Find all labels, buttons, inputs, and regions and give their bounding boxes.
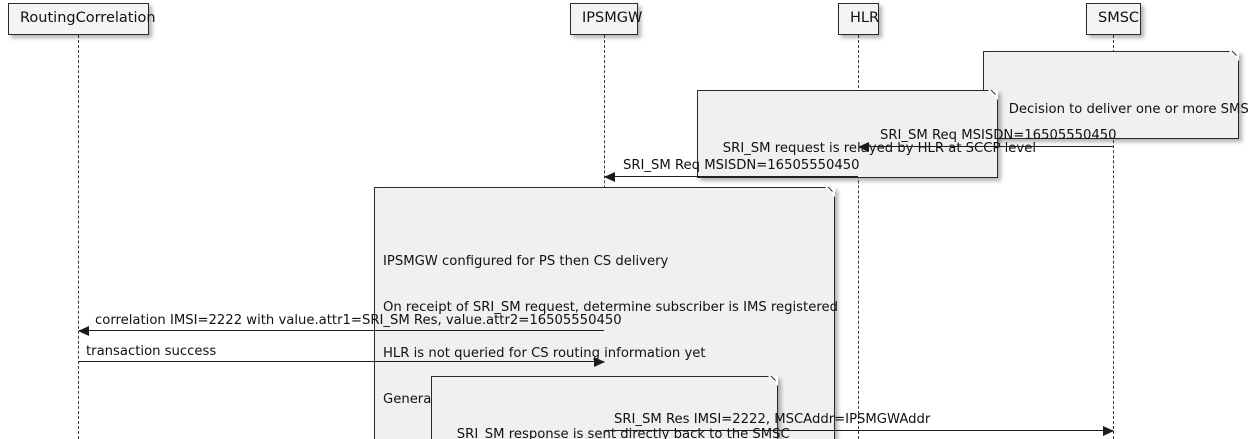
message-label-sri-sm-res: SRI_SM Res IMSI=2222, MSCAddr=IPSMGWAddr xyxy=(614,412,931,427)
message-arrow-sri-sm-req-smsc-to-hlr[interactable] xyxy=(858,142,1113,152)
arrow-head-left-icon xyxy=(858,142,869,152)
message-arrow-sri-sm-req-hlr-to-ipsmgw[interactable] xyxy=(604,172,858,182)
note-direct-response-text: SRI_SM response is sent directly back to… xyxy=(456,427,790,439)
note-decision-text: Decision to deliver one or more SMS xyxy=(1008,102,1248,118)
participant-routingcorrelation[interactable]: RoutingCorrelation xyxy=(8,3,156,35)
note-line-2: On receipt of SRI_SM request, determine … xyxy=(383,299,838,315)
arrow-head-left-icon xyxy=(604,172,615,182)
note-sccp-relay[interactable]: SRI_SM request is relayed by HLR at SCCP… xyxy=(697,90,1036,179)
message-arrow-correlation-imsi[interactable] xyxy=(78,326,604,336)
participant-hlr[interactable]: HLR xyxy=(838,3,879,35)
lifeline-smsc xyxy=(1113,30,1114,439)
message-label-sri-sm-req-smsc-to-hlr: SRI_SM Req MSISDN=16505550450 xyxy=(880,128,1117,143)
message-label-correlation-imsi: correlation IMSI=2222 with value.attr1=S… xyxy=(95,313,622,328)
note-direct-response[interactable]: SRI_SM response is sent directly back to… xyxy=(431,376,790,439)
participant-smsc[interactable]: SMSC xyxy=(1086,3,1141,35)
arrow-head-right-icon xyxy=(1103,426,1114,436)
message-arrow-sri-sm-res[interactable] xyxy=(605,426,1114,436)
note-decision-to-deliver[interactable]: Decision to deliver one or more SMS xyxy=(983,51,1248,140)
lifeline-hlr xyxy=(858,30,859,439)
note-fold-icon xyxy=(825,187,835,197)
participant-ipsmgw[interactable]: IPSMGW xyxy=(570,3,642,35)
note-fold-icon xyxy=(988,90,998,100)
note-sccp-text: SRI_SM request is relayed by HLR at SCCP… xyxy=(722,141,1036,157)
message-arrow-transaction-success[interactable] xyxy=(79,357,605,367)
lifeline-routingcorrelation xyxy=(78,30,79,439)
note-fold-icon xyxy=(768,376,778,386)
arrow-head-right-icon xyxy=(594,357,605,367)
note-fold-icon xyxy=(1229,51,1239,61)
message-label-sri-sm-req-hlr-to-ipsmgw: SRI_SM Req MSISDN=16505550450 xyxy=(623,158,860,173)
note-line-3: HLR is not queried for CS routing inform… xyxy=(383,346,706,362)
note-line-1: IPSMGW configured for PS then CS deliver… xyxy=(383,253,669,269)
message-label-transaction-success: transaction success xyxy=(86,344,217,359)
arrow-head-left-icon xyxy=(78,326,89,336)
